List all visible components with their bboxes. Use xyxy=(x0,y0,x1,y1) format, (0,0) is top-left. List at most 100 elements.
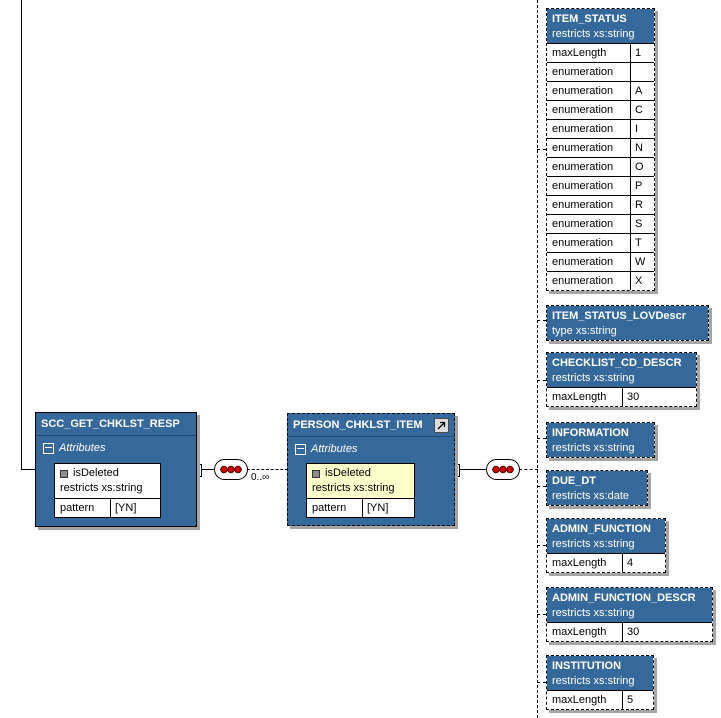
element-title: ITEM_STATUS_LOVDescr xyxy=(552,310,687,322)
facet-value: [YN] xyxy=(110,499,160,517)
connector-branch-due-dt xyxy=(537,486,546,487)
facet-row: pattern [YN] xyxy=(55,499,160,517)
element-restriction: type xs:string xyxy=(552,325,617,337)
attributes-toggle[interactable]: Attributes xyxy=(36,436,196,454)
facet-name: enumeration xyxy=(552,142,614,154)
collapse-minus-icon[interactable] xyxy=(43,442,54,454)
attribute-name-row: isDeleted xyxy=(307,464,414,481)
attributes-label: Attributes xyxy=(311,443,358,455)
facet-value: 30 xyxy=(622,388,696,406)
facet-value: P xyxy=(630,177,654,195)
facet-value: N xyxy=(630,139,654,157)
facet-name: maxLength xyxy=(552,694,607,706)
element-title: INFORMATION xyxy=(552,427,629,439)
facet-table: pattern[YN] xyxy=(307,498,414,517)
facet-name: enumeration xyxy=(552,104,614,116)
connector-parent-line-horizontal xyxy=(21,469,36,470)
attribute-name: isDeleted xyxy=(325,467,371,479)
connector-parent-line-vertical xyxy=(21,0,22,470)
facet-row: pattern[YN] xyxy=(307,499,414,517)
element-title: ADMIN_FUNCTION xyxy=(552,523,651,535)
element-information[interactable]: INFORMATION restricts xs:string xyxy=(546,422,655,458)
connector-sequence-to-child-dashed xyxy=(247,469,288,470)
facet-name: enumeration xyxy=(552,256,614,268)
attribute-name: isDeleted xyxy=(73,467,119,479)
facet-row: enumeration W xyxy=(547,252,654,271)
collapse-minus-icon[interactable] xyxy=(295,443,306,455)
element-header: INSTITUTION restricts xs:string xyxy=(547,656,653,690)
connector-branch-item-status xyxy=(537,149,546,150)
element-title: SCC_GET_CHKLST_RESP xyxy=(36,413,196,436)
attributes-toggle[interactable]: Attributes xyxy=(288,437,454,455)
link-icon[interactable] xyxy=(434,417,449,433)
facet-value: C xyxy=(630,101,654,119)
element-restriction: restricts xs:date xyxy=(552,490,630,502)
facet-name: enumeration xyxy=(552,275,614,287)
facet-name: enumeration xyxy=(552,199,614,211)
element-header: CHECKLIST_CD_DESCR restricts xs:string xyxy=(547,353,696,387)
element-item-status[interactable]: ITEM_STATUS restricts xs:string maxLengt… xyxy=(546,8,655,291)
element-header: ADMIN_FUNCTION_DESCR restricts xs:string xyxy=(547,588,712,622)
facet-value: [YN] xyxy=(362,499,414,517)
element-restriction: restricts xs:string xyxy=(552,442,635,454)
facet-value: S xyxy=(630,215,654,233)
element-institution[interactable]: INSTITUTION restricts xs:string maxLengt… xyxy=(546,655,654,710)
facet-row: enumeration C xyxy=(547,100,654,119)
facet-value: W xyxy=(630,253,654,271)
facet-value xyxy=(630,63,654,81)
element-title: ITEM_STATUS xyxy=(552,13,627,25)
element-header: ITEM_STATUS_LOVDescr type xs:string xyxy=(547,306,708,340)
element-header: INFORMATION restricts xs:string xyxy=(547,423,654,457)
connector-child-to-sequence xyxy=(459,469,487,470)
element-item-status-lovdescr[interactable]: ITEM_STATUS_LOVDescr type xs:string xyxy=(546,305,709,341)
connector-sequence-to-bus-dashed xyxy=(519,469,538,470)
element-scc-get-chklst-resp[interactable]: SCC_GET_CHKLST_RESP Attributes isDeleted… xyxy=(35,412,197,527)
facet-name: maxLength xyxy=(552,626,607,638)
element-title: ADMIN_FUNCTION_DESCR xyxy=(552,592,696,604)
facet-name: enumeration xyxy=(552,218,614,230)
element-due-dt[interactable]: DUE_DT restricts xs:date xyxy=(546,470,648,506)
element-title: INSTITUTION xyxy=(552,660,622,672)
facet-name: pattern xyxy=(60,502,95,514)
connector-branch-information xyxy=(537,438,546,439)
connector-branch-institution xyxy=(537,682,546,683)
element-title: CHECKLIST_CD_DESCR xyxy=(552,357,682,369)
facet-row: enumeration X xyxy=(547,271,654,290)
facet-row: enumeration xyxy=(547,62,654,81)
facet-name: enumeration xyxy=(552,66,614,78)
attribute-isdeleted[interactable]: isDeleted restricts xs:string pattern [YN… xyxy=(54,463,161,518)
sequence-icon[interactable] xyxy=(214,459,248,480)
element-admin-function[interactable]: ADMIN_FUNCTION restricts xs:string maxLe… xyxy=(546,518,666,573)
attribute-icon xyxy=(60,469,68,478)
attribute-isdeleted[interactable]: isDeleted restricts xs:string pattern[YN… xyxy=(306,463,415,518)
cardinality-label: 0..∞ xyxy=(251,472,270,483)
facet-name: enumeration xyxy=(552,85,614,97)
attribute-restriction: restricts xs:string xyxy=(60,482,143,494)
connector-branch-checklist-cd-descr xyxy=(537,380,546,381)
element-admin-function-descr[interactable]: ADMIN_FUNCTION_DESCR restricts xs:string… xyxy=(546,587,713,642)
attribute-restriction: restricts xs:string xyxy=(307,481,414,498)
facet-name: enumeration xyxy=(552,237,614,249)
element-person-chklst-item[interactable]: PERSON_CHKLST_ITEM Attributes isDeleted … xyxy=(287,413,455,526)
connector-branch-item-status-lovdescr xyxy=(537,320,546,321)
facet-row: enumeration S xyxy=(547,214,654,233)
facet-table: pattern [YN] xyxy=(55,498,160,517)
facet-value: X xyxy=(630,272,654,290)
element-header: ITEM_STATUS restricts xs:string xyxy=(547,9,654,43)
element-checklist-cd-descr[interactable]: CHECKLIST_CD_DESCR restricts xs:string m… xyxy=(546,352,697,407)
sequence-icon[interactable] xyxy=(486,459,520,480)
attribute-name-row: isDeleted xyxy=(55,464,160,481)
connector-branch-admin-function xyxy=(537,545,546,546)
